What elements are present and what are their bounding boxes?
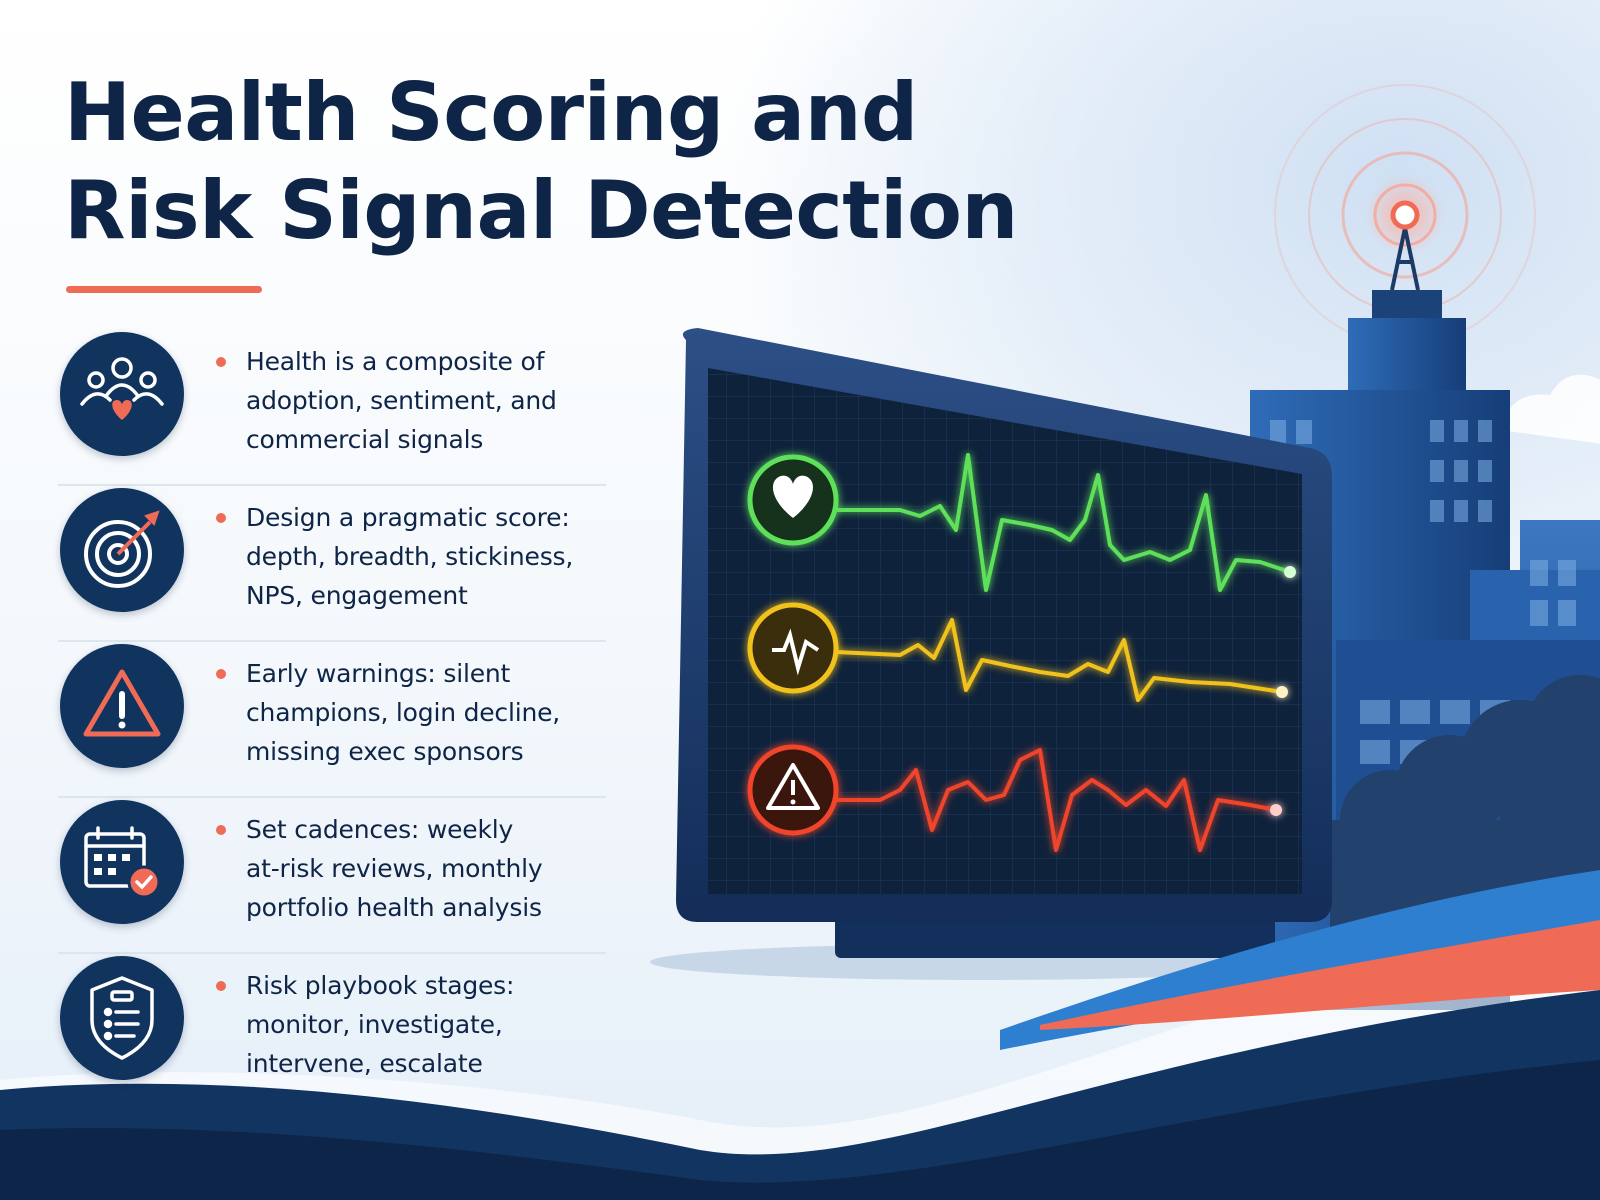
bullet-text: Set cadences: weekly at-risk reviews, mo… — [246, 810, 606, 927]
bullet-dot — [216, 825, 226, 835]
page-title: Health Scoring and Risk Signal Detection — [64, 64, 1064, 260]
bullet-line: Risk playbook stages: — [246, 971, 515, 1000]
bullet-line: adoption, sentiment, and — [246, 386, 557, 415]
bullet-item-health-composite: Health is a composite of adoption, senti… — [58, 330, 606, 486]
people-heart-icon — [60, 332, 184, 456]
title-line-2: Risk Signal Detection — [64, 164, 1018, 257]
antenna — [1390, 227, 1420, 291]
bullet-item-pragmatic-score: Design a pragmatic score: depth, breadth… — [58, 486, 606, 642]
bullet-line: at-risk reviews, monthly — [246, 854, 543, 883]
bullet-dot — [216, 513, 226, 523]
bullet-dot — [216, 669, 226, 679]
bullet-line: Design a pragmatic score: — [246, 503, 570, 532]
bullet-line: intervene, escalate — [246, 1049, 483, 1078]
signal-line-healthy — [747, 453, 1296, 592]
title-line-1: Health Scoring and — [64, 66, 918, 159]
shield-checklist-icon — [60, 956, 184, 1080]
target-arrow-icon — [60, 488, 184, 612]
bullet-text: Health is a composite of adoption, senti… — [246, 342, 606, 459]
bullet-line: depth, breadth, stickiness, — [246, 542, 574, 571]
warning-triangle-icon — [60, 644, 184, 768]
bullet-list: Health is a composite of adoption, senti… — [58, 330, 606, 1110]
bullet-line: Health is a composite of — [246, 347, 545, 376]
bullet-line: missing exec sponsors — [246, 737, 524, 766]
title-underline — [66, 286, 262, 293]
bullet-line: portfolio health analysis — [246, 893, 542, 922]
bullet-dot — [216, 981, 226, 991]
bullet-line: Early warnings: silent — [246, 659, 511, 688]
monitor-display — [650, 328, 1332, 980]
antenna-beacon — [1390, 200, 1420, 230]
bullet-item-cadences: Set cadences: weekly at-risk reviews, mo… — [58, 798, 606, 954]
signal-line-at-risk — [747, 602, 1288, 702]
bullet-line: commercial signals — [246, 425, 484, 454]
calendar-check-icon — [60, 800, 184, 924]
bullet-line: champions, login decline, — [246, 698, 561, 727]
bullet-line: monitor, investigate, — [246, 1010, 503, 1039]
bullet-line: NPS, engagement — [246, 581, 468, 610]
bullet-text: Design a pragmatic score: depth, breadth… — [246, 498, 606, 615]
bullet-text: Early warnings: silent champions, login … — [246, 654, 606, 771]
bullet-text: Risk playbook stages: monitor, investiga… — [246, 966, 606, 1083]
bullet-dot — [216, 357, 226, 367]
bullet-line: Set cadences: weekly — [246, 815, 514, 844]
bullet-item-risk-playbook: Risk playbook stages: monitor, investiga… — [58, 954, 606, 1110]
cloud — [1500, 374, 1600, 444]
bullet-item-early-warnings: Early warnings: silent champions, login … — [58, 642, 606, 798]
bottom-waves — [0, 870, 1600, 1200]
signal-line-critical — [747, 744, 1282, 852]
